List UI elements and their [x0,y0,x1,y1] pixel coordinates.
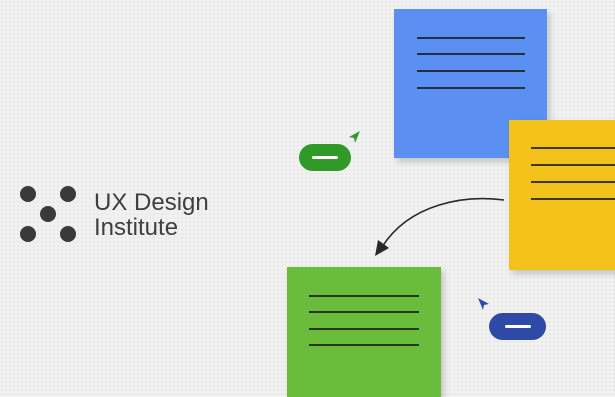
text-line [417,87,525,89]
blue-comment-pill[interactable] [489,313,546,340]
text-line [531,198,615,200]
text-line [417,70,525,72]
cursor-pointer-icon [349,131,360,143]
green-comment-pill[interactable] [299,144,351,171]
cursor-pointer-icon [478,298,489,310]
yellow-sticky-note[interactable] [509,120,615,270]
pill-dash [312,156,338,159]
text-line [309,311,419,313]
text-line [309,344,419,346]
text-line [531,164,615,166]
pill-dash [504,325,531,328]
ux-design-institute-logo: UX Design Institute [20,186,209,244]
text-line [417,37,525,39]
text-line [309,295,419,297]
logo-wordmark: UX Design Institute [94,190,209,240]
curved-arrow-icon [375,197,505,256]
green-sticky-note[interactable] [287,267,441,397]
logo-text-line2: Institute [94,214,179,241]
text-line [531,147,615,149]
logo-text-line1: UX Design [94,189,209,216]
text-line [531,181,615,183]
text-line [417,53,525,55]
logo-dots-icon [20,186,78,244]
text-line [309,328,419,330]
